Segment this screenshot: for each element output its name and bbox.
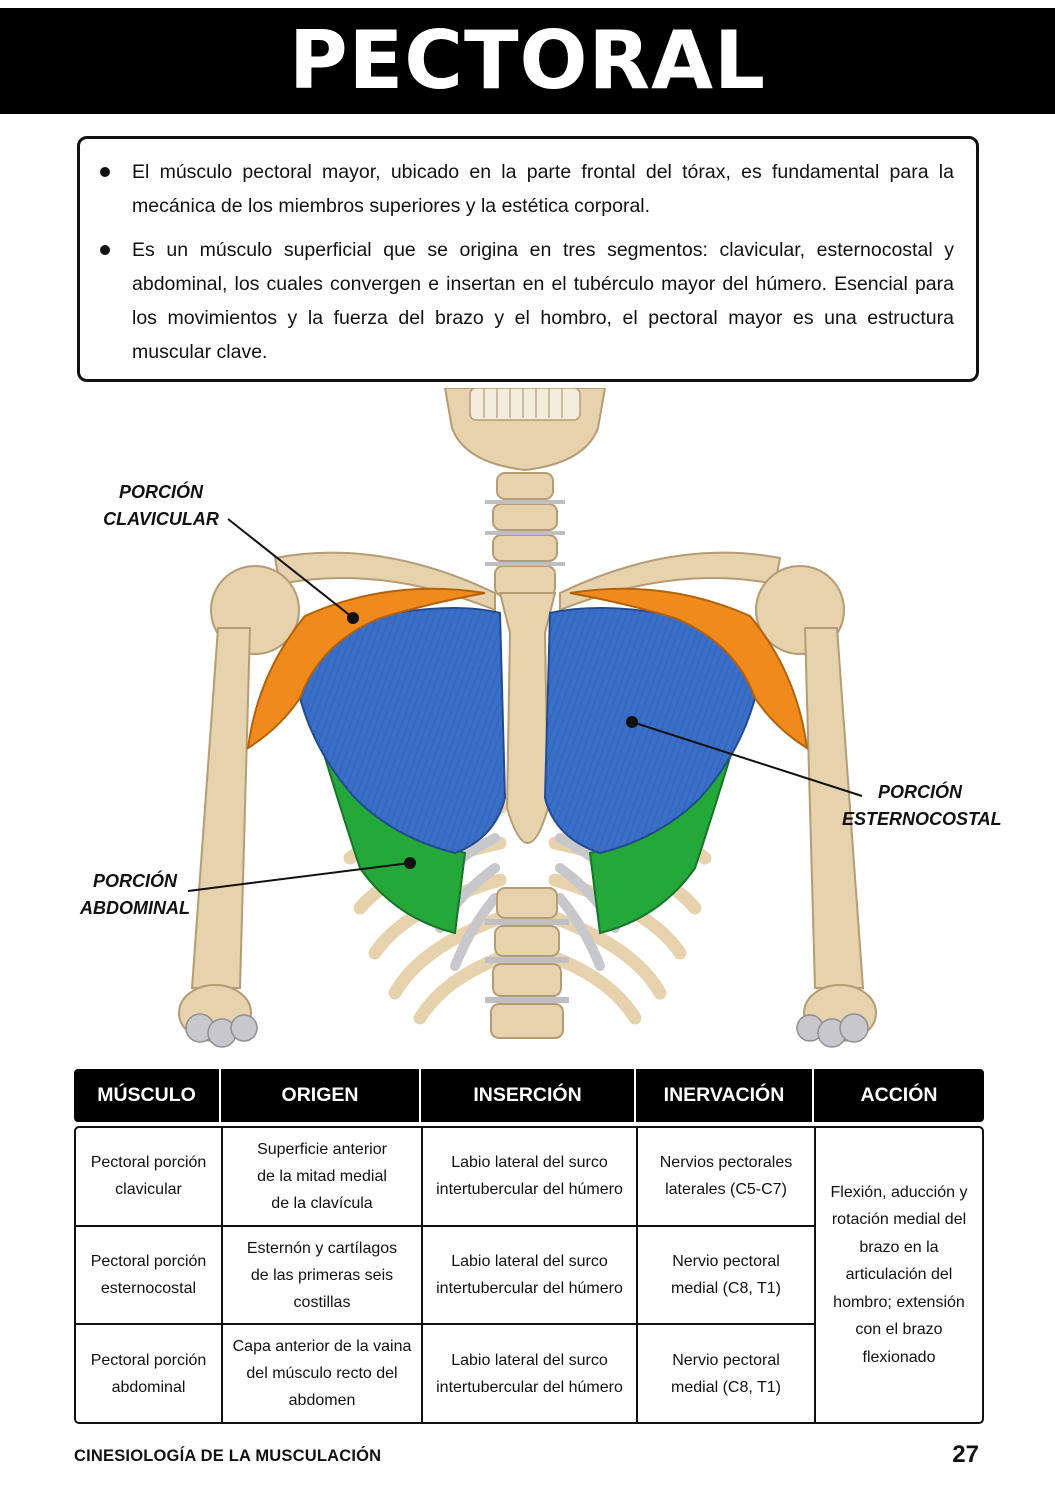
bullet-icon: [100, 167, 110, 177]
cell-inervacion: Nervio pectoral medial (C8, T1): [638, 1325, 816, 1423]
page-title: PECTORAL: [288, 14, 767, 107]
label-esternocostal: PORCIÓN ESTERNOCOSTAL: [842, 782, 1002, 829]
header-insercion: INSERCIÓN: [421, 1069, 636, 1122]
anatomy-figure: PORCIÓN CLAVICULAR PORCIÓN ESTERNOCOSTAL…: [0, 388, 1055, 1058]
clavicular-portion-muscle: [246, 587, 809, 750]
bullet-icon: [100, 245, 110, 255]
cell-musculo: Pectoral porción clavicular: [76, 1128, 223, 1225]
sternocostal-portion-muscle: [298, 607, 757, 855]
thoracic-spine-graphic: [485, 887, 569, 1039]
table-rows: Pectoral porción clavicular Superficie a…: [76, 1128, 816, 1423]
footer-book-title: CINESIOLOGÍA DE LA MUSCULACIÓN: [74, 1447, 382, 1465]
intro-bullet-2: Es un músculo superficial que se origina…: [100, 233, 954, 369]
cell-origen: Superficie anterior de la mitad medial d…: [223, 1128, 423, 1225]
label-abdominal: PORCIÓN ABDOMINAL: [80, 871, 190, 918]
cell-musculo: Pectoral porción abdominal: [76, 1325, 223, 1423]
header-musculo: MÚSCULO: [74, 1069, 221, 1122]
intro-box: El músculo pectoral mayor, ubicado en la…: [77, 136, 979, 382]
label-clavicular: PORCIÓN CLAVICULAR: [103, 482, 219, 529]
leader-lines: [187, 518, 863, 892]
cell-insercion: Labio lateral del surco intertubercular …: [423, 1226, 638, 1324]
table-header: MÚSCULO ORIGEN INSERCIÓN INERVACIÓN ACCI…: [74, 1069, 984, 1122]
table-row: Pectoral porción clavicular Superficie a…: [76, 1128, 816, 1227]
table-body: Pectoral porción clavicular Superficie a…: [74, 1126, 984, 1424]
cell-origen: Esternón y cartílagos de las primeras se…: [223, 1226, 423, 1324]
cell-inervacion: Nervio pectoral medial (C8, T1): [638, 1226, 816, 1324]
cell-origen: Capa anterior de la vaina del músculo re…: [223, 1325, 423, 1423]
header-accion: ACCIÓN: [860, 1084, 938, 1106]
intro-list: El músculo pectoral mayor, ubicado en la…: [100, 155, 954, 369]
title-bar: PECTORAL: [0, 8, 1055, 114]
intro-bullet-1: El músculo pectoral mayor, ubicado en la…: [100, 155, 954, 223]
cell-insercion: Labio lateral del surco intertubercular …: [423, 1325, 638, 1423]
table-row: Pectoral porción esternocostal Esternón …: [76, 1226, 816, 1326]
cell-insercion: Labio lateral del surco intertubercular …: [423, 1128, 638, 1225]
pectoral-illustration: [178, 388, 877, 1048]
page-number: 27: [952, 1441, 979, 1468]
header-origen: ORIGEN: [221, 1069, 421, 1122]
table-row: Pectoral porción abdominal Capa anterior…: [76, 1325, 816, 1423]
cervical-spine-graphic: [485, 472, 565, 597]
cell-accion: Flexión, aducción y rotación medial del …: [830, 1183, 968, 1366]
joint-cartilage-graphic: [185, 1013, 869, 1048]
cell-inervacion: Nervios pectorales laterales (C5-C7): [638, 1128, 816, 1225]
humerus-graphic: [178, 565, 877, 1042]
cell-musculo: Pectoral porción esternocostal: [76, 1226, 223, 1324]
skull-graphic: [443, 388, 607, 472]
anatomy-table: MÚSCULO ORIGEN INSERCIÓN INERVACIÓN ACCI…: [74, 1069, 984, 1424]
clavicle-graphic: [273, 551, 782, 612]
header-inervacion: INERVACIÓN: [636, 1069, 814, 1122]
